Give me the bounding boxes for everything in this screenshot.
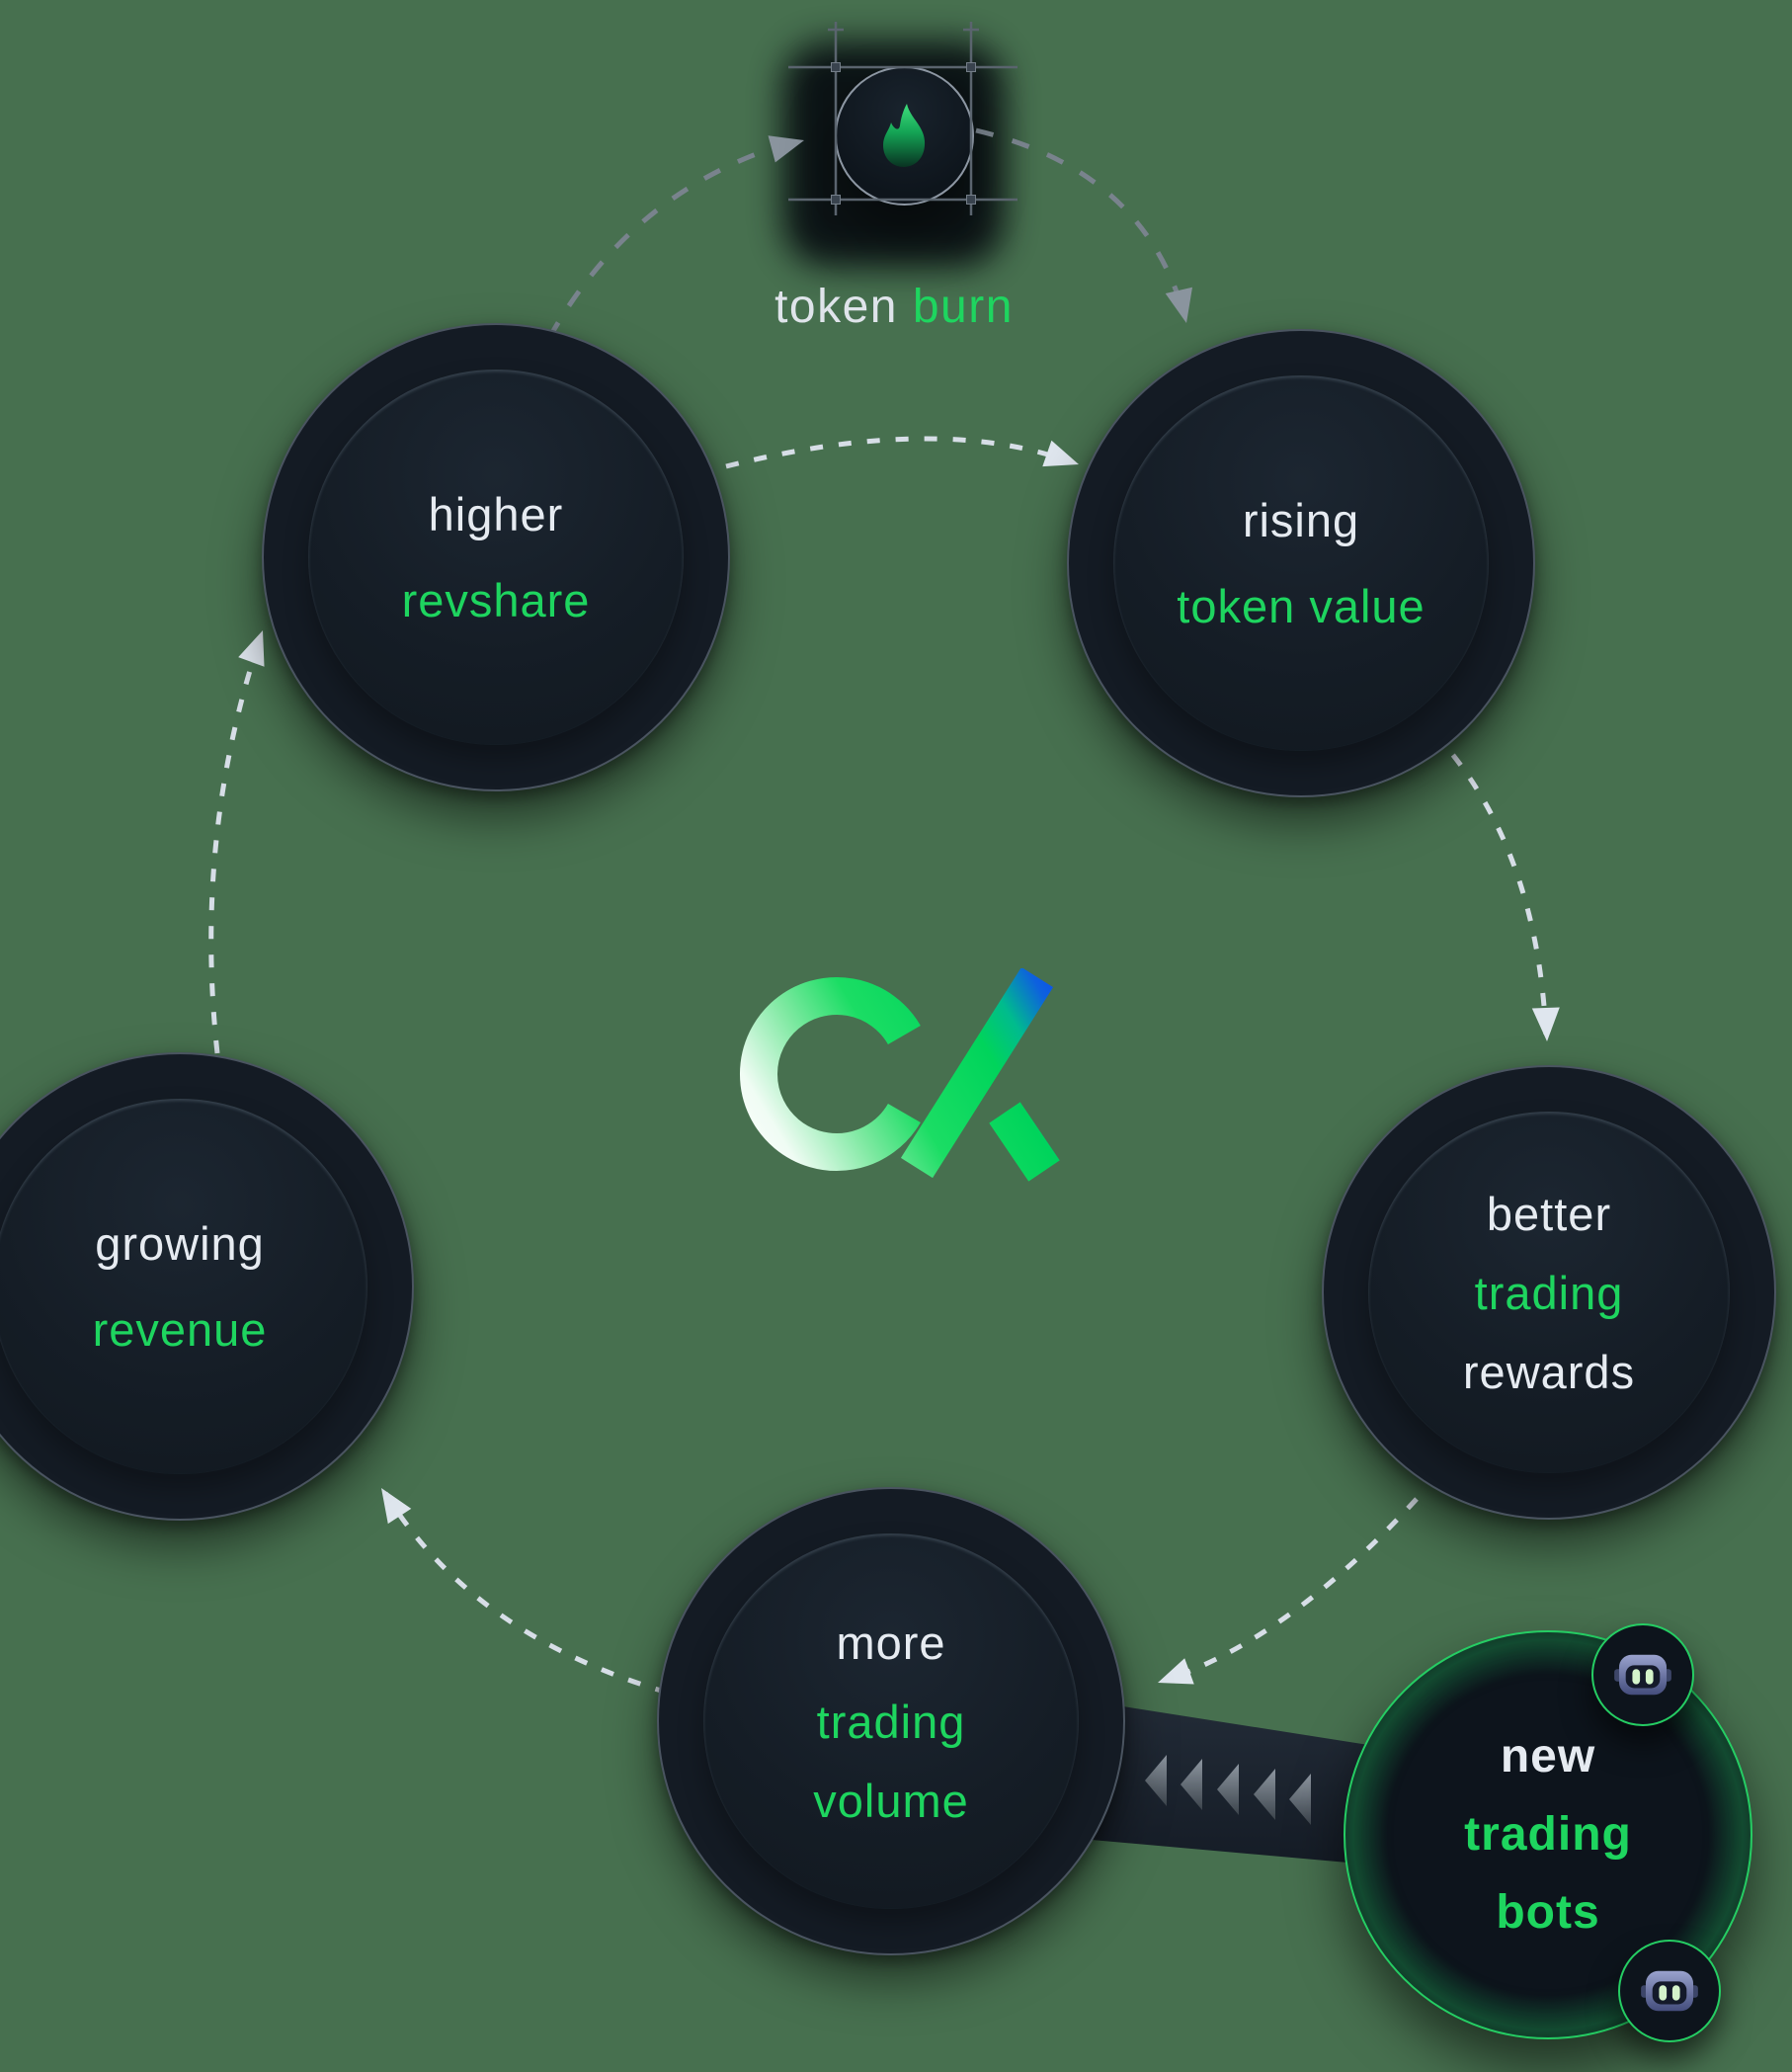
node-line: more	[836, 1616, 946, 1669]
token-burn-label: token burn	[647, 280, 1141, 334]
node-line: token value	[1177, 580, 1425, 632]
token-burn-arrowheads	[768, 135, 1192, 323]
node-line: new	[1500, 1730, 1596, 1782]
node-growing-revenue: growing revenue	[0, 1052, 414, 1521]
node-line: trading	[1474, 1266, 1624, 1319]
token-burn-badge	[835, 66, 974, 206]
node-line: volume	[813, 1774, 969, 1827]
node-line: higher	[428, 488, 564, 540]
robot-satellite-top	[1591, 1623, 1694, 1726]
node-better-trading-rewards: better trading rewards	[1322, 1065, 1776, 1520]
robot-satellite-bottom	[1618, 1940, 1721, 2042]
robot-icon	[1641, 1970, 1698, 2012]
chevrons-left-icon	[1145, 1755, 1311, 1825]
node-line: revenue	[92, 1303, 268, 1356]
node-line: better	[1486, 1187, 1612, 1240]
node-line: rising	[1242, 494, 1360, 546]
node-more-trading-volume: more trading volume	[657, 1487, 1125, 1955]
cycle-dashed-arcs	[208, 436, 1549, 1696]
node-line: trading	[1464, 1808, 1632, 1861]
token-burn-label-white: token	[774, 281, 913, 333]
robot-icon	[1614, 1654, 1671, 1696]
connector-band	[1047, 1695, 1381, 1865]
cx-infinity-logo	[736, 966, 1082, 1205]
arc-growing-to-higher	[208, 635, 264, 1054]
arc-more-to-growing	[382, 1491, 669, 1696]
node-line: growing	[95, 1217, 265, 1270]
node-rising-token-value: rising token value	[1067, 329, 1535, 797]
arc-better-to-more	[1163, 1497, 1419, 1684]
token-burn-label-green: burn	[912, 281, 1014, 333]
node-line: trading	[816, 1695, 966, 1748]
cycle-arrowheads	[238, 440, 1560, 1685]
node-line: rewards	[1462, 1345, 1636, 1398]
arc-rising-to-better	[1432, 731, 1549, 1036]
flame-icon	[882, 103, 925, 167]
node-higher-revshare: higher revshare	[262, 323, 730, 791]
arc-burn-to-rising	[975, 127, 1187, 317]
node-line: bots	[1496, 1886, 1600, 1939]
arc-higher-to-rising	[725, 436, 1073, 469]
arc-higher-to-burn	[546, 139, 791, 340]
token-burn-dashed-arcs	[546, 127, 1187, 340]
node-line: revshare	[401, 574, 591, 626]
